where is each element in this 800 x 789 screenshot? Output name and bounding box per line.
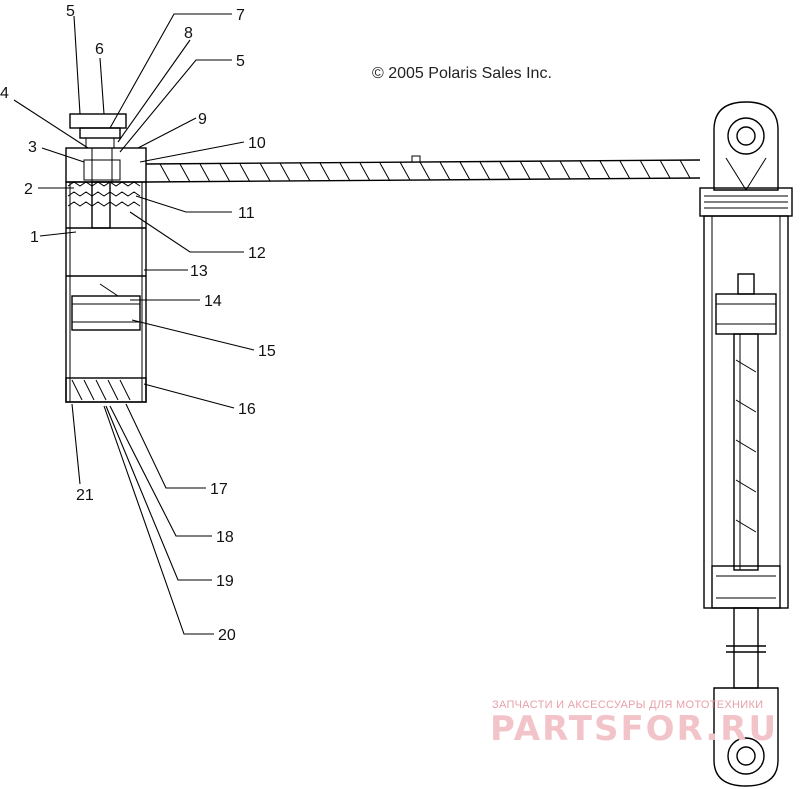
callout-3: 3	[28, 139, 37, 156]
callout-20: 20	[218, 627, 236, 644]
leader-lines	[13, 13, 255, 635]
watermark-logo: PARTSFOR.RU	[490, 709, 778, 749]
callout-15: 15	[258, 343, 276, 360]
copyright-notice: © 2005 Polaris Sales Inc.	[372, 65, 552, 82]
callout-10: 10	[248, 135, 266, 152]
reservoir-assembly	[65, 113, 147, 403]
callout-19: 19	[216, 573, 234, 590]
callout-12: 12	[248, 245, 266, 262]
callout-21: 21	[76, 487, 94, 504]
callout-8: 8	[184, 25, 193, 42]
callout-7: 7	[236, 7, 245, 24]
callout-11: 11	[238, 205, 255, 222]
callout-2: 2	[24, 181, 33, 198]
callout-16: 16	[238, 401, 256, 418]
callout-6: 6	[95, 41, 104, 58]
callout-5-top: 5	[66, 3, 75, 20]
watermark-caption: ЗАПЧАСТИ И АКСЕССУАРЫ ДЛЯ МОТОТЕХНИКИ	[492, 699, 763, 711]
callout-13: 13	[190, 263, 208, 280]
callout-1: 1	[30, 229, 39, 246]
callout-18: 18	[216, 529, 234, 546]
shock-body	[699, 101, 793, 787]
callout-9: 9	[198, 111, 207, 128]
hose	[145, 155, 701, 183]
callout-14: 14	[204, 293, 222, 310]
callout-5-right: 5	[236, 53, 245, 70]
callout-17: 17	[210, 481, 228, 498]
watermark: ЗАПЧАСТИ И АКСЕССУАРЫ ДЛЯ МОТОТЕХНИКИ PA…	[490, 699, 778, 749]
callout-4: 4	[0, 85, 9, 102]
callout-labels: 5 6 7 8 5 4 9 3 10 2 11 1 12 13 14 15 16…	[0, 3, 276, 644]
